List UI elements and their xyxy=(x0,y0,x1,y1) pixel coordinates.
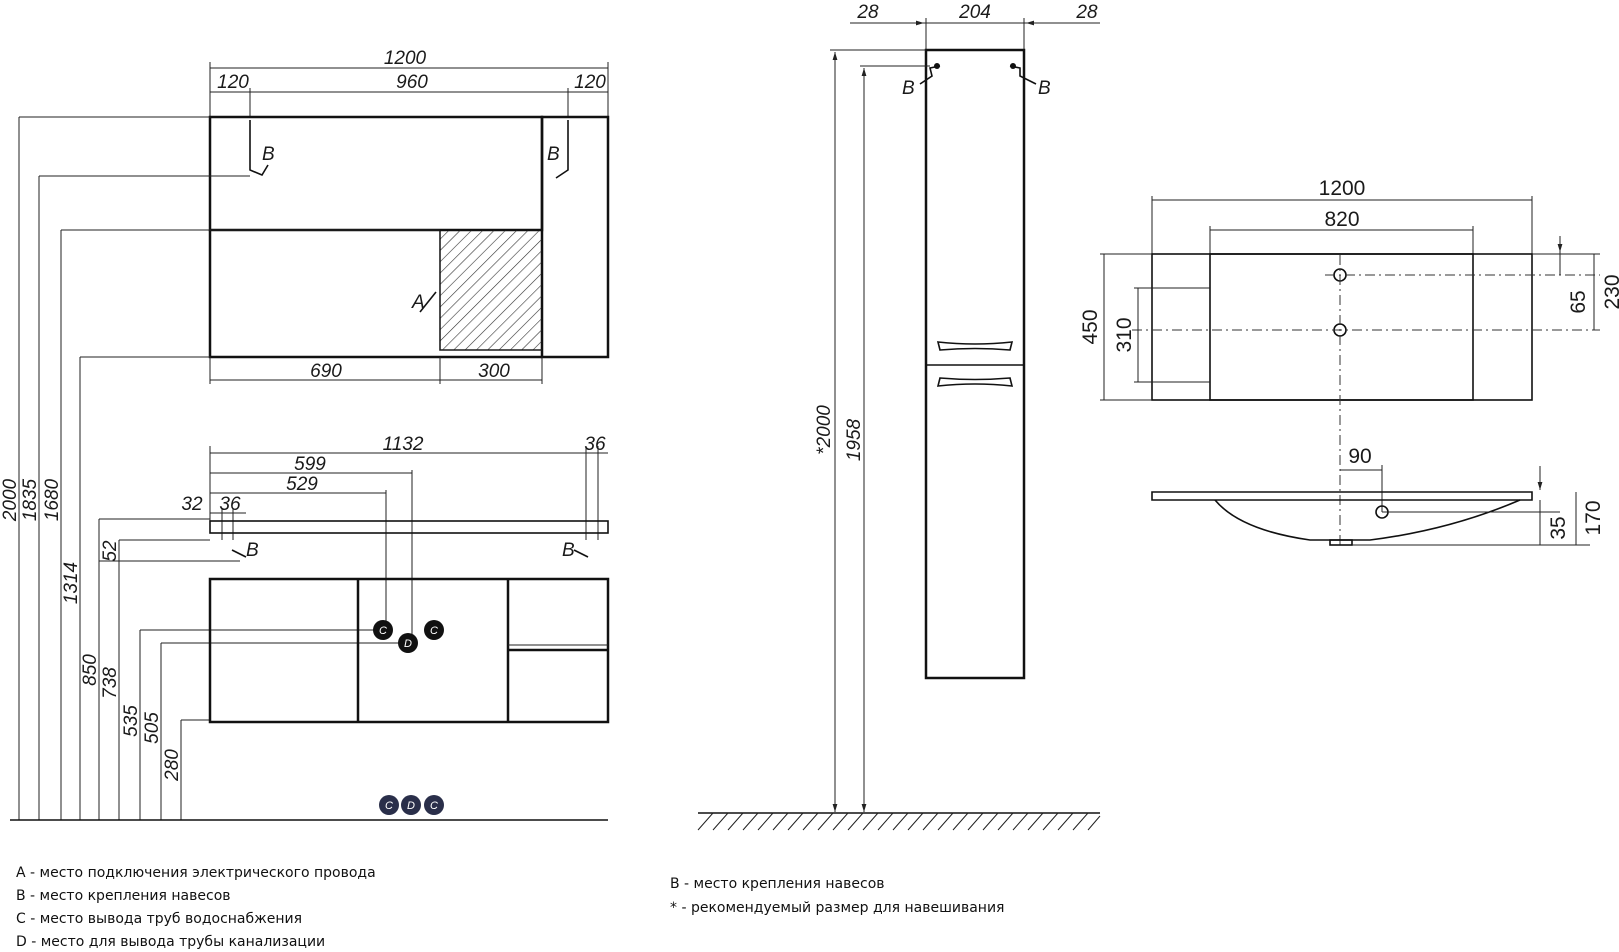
dim-36-left: 36 xyxy=(219,494,241,515)
marker-c-right-label: C xyxy=(430,625,438,637)
dim-sink-65: 65 xyxy=(1567,290,1590,313)
floor-marker-c2 xyxy=(424,795,444,815)
legend-right-b: B - место крепления навесов xyxy=(670,876,885,892)
label-b-column-left: B xyxy=(902,78,915,99)
label-b-top-right: B xyxy=(547,144,560,165)
column-cabinet-view: 28 204 28 B B *2000 1958 xyxy=(697,2,1101,831)
dim-sink-820: 820 xyxy=(1324,208,1359,231)
top-wall-view: 1200 120 960 120 B B A 690 300 xyxy=(208,48,610,384)
legend-right: B - место крепления навесов * - рекоменд… xyxy=(670,876,1004,916)
dim-36-right: 36 xyxy=(584,434,606,455)
dim-300: 300 xyxy=(478,361,510,382)
dim-h-1314: 1314 xyxy=(61,562,82,604)
dim-28-right: 28 xyxy=(1075,2,1098,23)
dim-h-2000: 2000 xyxy=(0,478,21,522)
dim-h-505: 505 xyxy=(142,712,163,744)
dim-529: 529 xyxy=(286,474,318,495)
dim-h-1958: 1958 xyxy=(844,418,865,461)
dim-h-850: 850 xyxy=(80,654,101,686)
floor-marker-c1 xyxy=(379,795,399,815)
dim-120-right: 120 xyxy=(574,72,606,93)
dim-204: 204 xyxy=(958,2,991,23)
floor-marker-c2-label: C xyxy=(430,800,438,812)
marker-d xyxy=(398,633,418,653)
label-b-front-right: B xyxy=(562,540,575,561)
dim-960: 960 xyxy=(396,72,428,93)
dim-1200-top: 1200 xyxy=(384,48,427,69)
floor-marker-d xyxy=(401,795,421,815)
marker-c-left-label: C xyxy=(379,625,387,637)
legend-left-d: D - место для вывода трубы канализации xyxy=(16,934,325,950)
floor-marker-c1-label: C xyxy=(385,800,393,812)
marker-c-left xyxy=(373,620,393,640)
dim-h-535: 535 xyxy=(121,705,142,737)
sink-side-view: 90 35 170 xyxy=(1151,445,1605,546)
label-a: A xyxy=(411,292,425,313)
dim-32: 32 xyxy=(181,494,203,515)
label-b-top-left: B xyxy=(262,144,275,165)
floor-hatch xyxy=(697,812,1101,831)
dim-h-280: 280 xyxy=(162,749,183,782)
dim-sink-1200: 1200 xyxy=(1319,177,1366,200)
legend-left-c: C - место вывода труб водоснабжения xyxy=(16,911,302,927)
dim-sink-170: 170 xyxy=(1582,500,1605,535)
front-cabinet-view: 1132 36 599 529 32 36 B B C D C C D C xyxy=(181,434,610,815)
left-height-dimensions: 2000 1835 1680 1314 52 850 738 535 505 2… xyxy=(0,116,608,821)
legend-right-star: * - рекомендуемый размер для навешивания xyxy=(670,900,1004,916)
dim-h-52: 52 xyxy=(100,540,121,562)
dim-sink-35: 35 xyxy=(1547,516,1570,539)
marker-d-label: D xyxy=(404,638,412,650)
legend-left: A - место подключения электрического про… xyxy=(16,865,376,950)
label-b-column-right: B xyxy=(1038,78,1051,99)
dim-sink-90: 90 xyxy=(1348,445,1371,468)
hatched-area-a xyxy=(439,229,543,351)
legend-left-a: A - место подключения электрического про… xyxy=(16,865,376,881)
dim-h-1680: 1680 xyxy=(42,478,63,521)
dim-sink-310: 310 xyxy=(1113,317,1136,352)
sink-top-view: 1200 820 450 310 65 230 xyxy=(1079,177,1619,545)
dim-sink-230: 230 xyxy=(1601,274,1619,309)
dim-h-738: 738 xyxy=(100,667,121,699)
dim-h-1835: 1835 xyxy=(20,478,41,521)
dim-599: 599 xyxy=(294,454,326,475)
dim-28-left: 28 xyxy=(856,2,879,23)
marker-c-right xyxy=(424,620,444,640)
legend-left-b: B - место крепления навесов xyxy=(16,888,231,904)
dim-120-left: 120 xyxy=(217,72,249,93)
dim-sink-450: 450 xyxy=(1079,309,1102,344)
dim-1132: 1132 xyxy=(383,434,424,455)
dim-h-2000-star: *2000 xyxy=(814,405,835,455)
floor-marker-d-label: D xyxy=(407,800,415,812)
dim-690: 690 xyxy=(310,361,342,382)
label-b-front-left: B xyxy=(246,540,259,561)
